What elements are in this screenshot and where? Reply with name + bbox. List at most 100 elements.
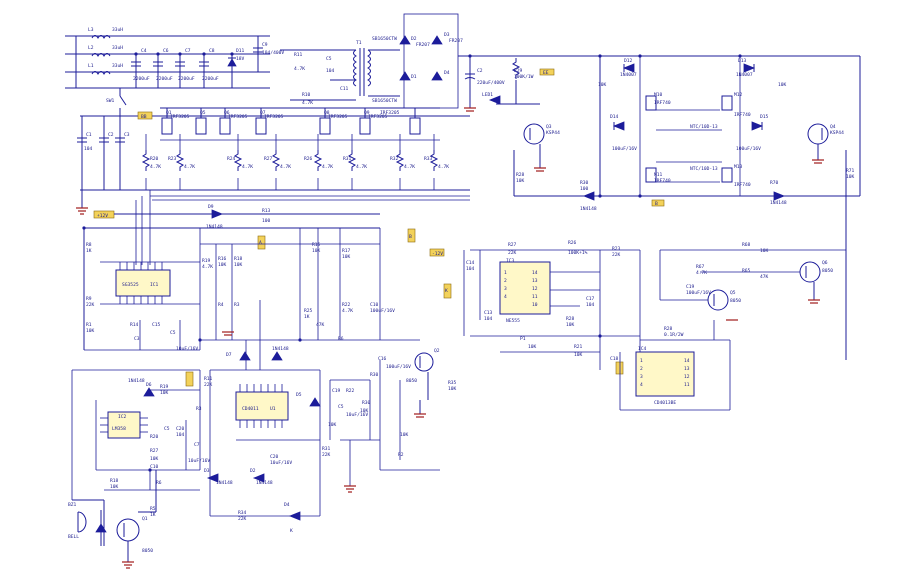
svg-text:104: 104 (326, 68, 335, 74)
svg-text:R5: R5 (150, 506, 156, 512)
svg-text:18V: 18V (236, 56, 245, 62)
svg-text:C19: C19 (332, 388, 341, 394)
svg-text:Q1: Q1 (166, 110, 172, 116)
svg-text:M12: M12 (734, 92, 743, 98)
svg-text:D2: D2 (250, 468, 256, 474)
diode-d15: D15 (751, 114, 769, 131)
svg-text:KSP44: KSP44 (830, 130, 844, 136)
svg-text:C5: C5 (170, 330, 176, 336)
svg-text:R1: R1 (86, 322, 92, 328)
tag-b: B (407, 228, 416, 243)
svg-text:R26: R26 (568, 240, 577, 246)
svg-text:D15: D15 (760, 114, 769, 120)
svg-text:T1: T1 (356, 40, 362, 46)
svg-text:10uF/16V: 10uF/16V (188, 458, 210, 464)
svg-text:R14: R14 (130, 322, 139, 328)
svg-text:3: 3 (640, 374, 643, 380)
svg-text:2200uF: 2200uF (178, 76, 195, 82)
svg-text:100K+1%: 100K+1% (568, 250, 588, 256)
svg-text:1N4148: 1N4148 (206, 224, 223, 230)
tag-k: K (443, 283, 452, 299)
svg-text:Q3: Q3 (546, 124, 552, 130)
cap-c1: C1 104 (77, 116, 93, 190)
svg-text:104: 104 (466, 266, 475, 272)
svg-text:1K: 1K (304, 314, 310, 320)
svg-text:D4: D4 (284, 502, 290, 508)
svg-text:8050: 8050 (406, 378, 417, 384)
svg-text:4.7K: 4.7K (184, 164, 195, 170)
svg-text:10K: 10K (360, 408, 369, 414)
svg-text:4.7K: 4.7K (202, 264, 213, 270)
svg-text:10K: 10K (846, 174, 855, 180)
svg-text:11: 11 (532, 294, 538, 300)
mosfet-q1: Q1 IRF3205 (161, 108, 190, 135)
svg-text:R34: R34 (238, 510, 247, 516)
driver-wiring (84, 228, 201, 351)
svg-text:47K: 47K (316, 322, 325, 328)
svg-text:C1: C1 (86, 132, 92, 138)
svg-text:R16: R16 (218, 256, 227, 262)
svg-text:D9: D9 (208, 204, 214, 210)
svg-text:C5: C5 (164, 426, 170, 432)
svg-text:R27: R27 (508, 242, 517, 248)
svg-text:CD4011: CD4011 (242, 406, 259, 412)
svg-text:10uF/16V: 10uF/16V (346, 412, 368, 418)
svg-text:22K: 22K (238, 516, 247, 522)
mosfet-q8: Q8 IRF3205 (319, 108, 348, 135)
svg-text:8050: 8050 (822, 268, 833, 274)
svg-text:10K: 10K (218, 262, 227, 268)
svg-text:NE555: NE555 (506, 318, 520, 324)
svg-text:R23: R23 (612, 246, 621, 252)
ic-cd4011: CD4011 U1 (235, 384, 289, 428)
svg-text:IC2: IC2 (118, 414, 127, 420)
svg-text:LED1: LED1 (482, 92, 493, 98)
inductor-l1: L1 33uH (88, 63, 123, 75)
svg-text:R17: R17 (342, 248, 351, 254)
svg-text:NTC/10D-13: NTC/10D-13 (690, 124, 718, 130)
mosfet-q7: Q7 IRF3205 (255, 108, 284, 135)
svg-text:IRF3205: IRF3205 (170, 114, 190, 120)
tag-left-mid (185, 371, 194, 387)
fuse-tag: BB (137, 111, 153, 120)
input-filter: L3 33uH L2 33uH L1 33uH C4 2200uF C6 220… (65, 27, 284, 89)
mosfet-bank: Q1 IRF3205 Q5 Q6 IRF3205 Q7 IRF3205 Q8 I… (135, 107, 470, 265)
svg-text:CD4013BE: CD4013BE (654, 400, 676, 406)
svg-text:IRF3205: IRF3205 (368, 114, 388, 120)
svg-text:1N4007: 1N4007 (620, 72, 637, 78)
diode-d5-mid: D5 (296, 392, 321, 407)
svg-text:10K: 10K (234, 262, 243, 268)
svg-text:Q5: Q5 (730, 290, 736, 296)
svg-text:10K: 10K (86, 328, 95, 334)
svg-text:4.7K: 4.7K (322, 164, 333, 170)
svg-text:4: 4 (504, 294, 507, 300)
svg-text:13: 13 (532, 278, 538, 284)
svg-text:R11: R11 (204, 376, 213, 382)
svg-text:D7: D7 (226, 352, 232, 358)
svg-text:R11: R11 (294, 52, 303, 58)
inductor-l3: L3 33uH (88, 27, 123, 39)
svg-text:4.7K: 4.7K (342, 308, 353, 314)
svg-text:1N4148: 1N4148 (128, 378, 145, 384)
svg-text:D13: D13 (738, 58, 747, 64)
svg-text:10K: 10K (342, 254, 351, 260)
ground-topleft (76, 190, 88, 215)
tag-a: A (257, 235, 266, 250)
svg-text:R23: R23 (168, 156, 177, 162)
svg-text:C3: C3 (134, 336, 140, 342)
svg-text:Q1: Q1 (142, 516, 148, 522)
svg-text:C18: C18 (610, 356, 619, 362)
switch-sw1: SW1 (106, 88, 127, 116)
diode-d12: D12 1N4007 (620, 58, 637, 78)
svg-text:Q5: Q5 (200, 110, 206, 116)
cd4011-wiring (209, 300, 321, 517)
svg-text:P1: P1 (520, 336, 526, 342)
svg-text:C3: C3 (124, 132, 130, 138)
svg-text:FR207: FR207 (416, 42, 430, 48)
svg-text:R27: R27 (150, 448, 159, 454)
diode-d3-bottom: D3 1N4148 (204, 468, 233, 486)
svg-text:C7: C7 (185, 48, 191, 54)
bjt-q2-mid: Q2 8050 (406, 348, 440, 400)
diode-bottom-right: 1N4148 R70 (770, 180, 787, 206)
svg-text:R67: R67 (696, 264, 705, 270)
